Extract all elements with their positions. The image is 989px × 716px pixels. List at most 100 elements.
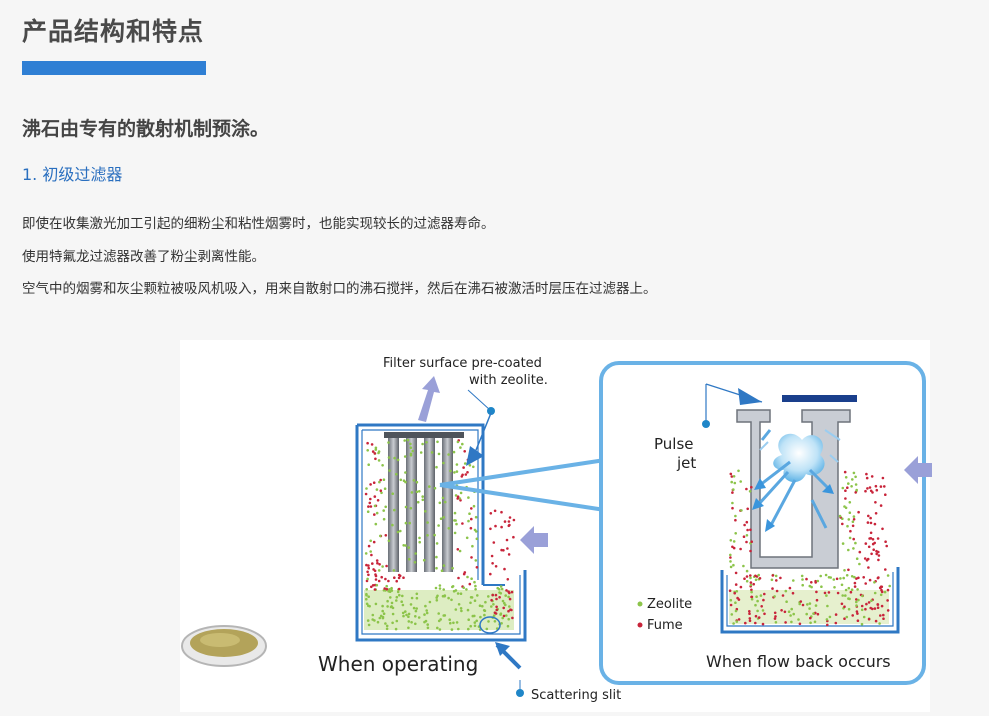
particle [501,599,505,603]
particle [784,621,787,624]
particle [839,577,842,580]
particle [366,449,370,452]
particle [374,573,377,576]
particle [773,611,777,615]
particle [870,599,873,602]
particle [743,577,746,580]
particle [826,623,829,627]
particle [467,519,470,523]
particle [864,489,867,493]
particle [731,545,734,549]
particle [755,595,758,598]
particle [407,615,410,618]
particle [851,520,855,523]
particle [450,598,453,602]
particle [874,619,878,623]
particle [844,588,848,592]
particle [848,511,852,514]
particle [814,604,818,607]
particle [851,614,854,617]
particle [843,505,846,508]
particle [869,531,873,535]
particle [453,531,457,535]
particle [414,552,418,555]
particle [394,627,398,631]
particle [382,517,386,521]
particle [367,505,370,508]
particle [459,607,463,610]
particle [384,534,388,537]
particle [399,478,403,482]
particle [865,602,868,606]
particle [458,497,462,500]
particle [471,614,475,618]
particle [484,600,487,604]
particle [853,581,857,585]
pointer-arrow-icon [466,446,484,466]
particle [459,491,463,495]
particle [860,622,864,626]
particle [763,592,766,596]
particle [408,521,412,525]
particle [882,617,885,620]
particle [748,617,752,620]
particle [405,613,408,617]
particle [487,595,490,598]
paragraph: 即使在收集激光加工引起的细粉尘和粘性烟雾时，也能实现较长的过滤器寿命。 [22,216,495,232]
particle [847,548,850,552]
right-inflow-arrow-icon [904,456,932,484]
particle [457,576,460,580]
particle [852,471,856,475]
particle [395,619,399,623]
particle [745,579,749,583]
particle [456,592,460,595]
particle [472,504,476,508]
particle [734,571,738,575]
particle [732,488,735,491]
particle [425,611,429,615]
particle [390,586,393,590]
particle [774,621,778,624]
particle [416,500,420,504]
particle [854,475,857,479]
particle [503,567,506,571]
particle [375,559,379,562]
particle [492,603,495,606]
particle [476,594,479,597]
particle [366,441,369,445]
particle [415,490,419,494]
particle [730,480,733,484]
section-heading: 1. 初级过滤器 [22,165,123,184]
particle [847,607,851,611]
particle [884,568,887,571]
particle [385,584,389,588]
inflow-arrow-icon [520,526,548,554]
particle [471,544,474,548]
particle [774,615,777,618]
caption-dot [487,407,495,415]
particle [378,480,381,484]
scatter-dot [516,689,524,697]
particle [379,534,382,538]
particle [469,624,473,628]
particle [729,556,732,559]
particle [826,604,829,608]
particle [868,486,872,489]
particle [801,583,804,587]
particle [387,539,391,543]
particle [433,533,436,537]
particle [805,612,808,616]
particle [493,509,497,513]
particle [423,620,426,624]
particle [792,579,795,582]
particle [729,560,732,563]
particle [731,501,734,505]
particle [442,564,446,567]
particle [872,548,875,551]
particle [847,568,850,572]
particle [729,553,732,557]
particle [504,603,507,607]
particle [881,527,884,531]
particle [458,549,462,553]
particle [373,513,376,516]
